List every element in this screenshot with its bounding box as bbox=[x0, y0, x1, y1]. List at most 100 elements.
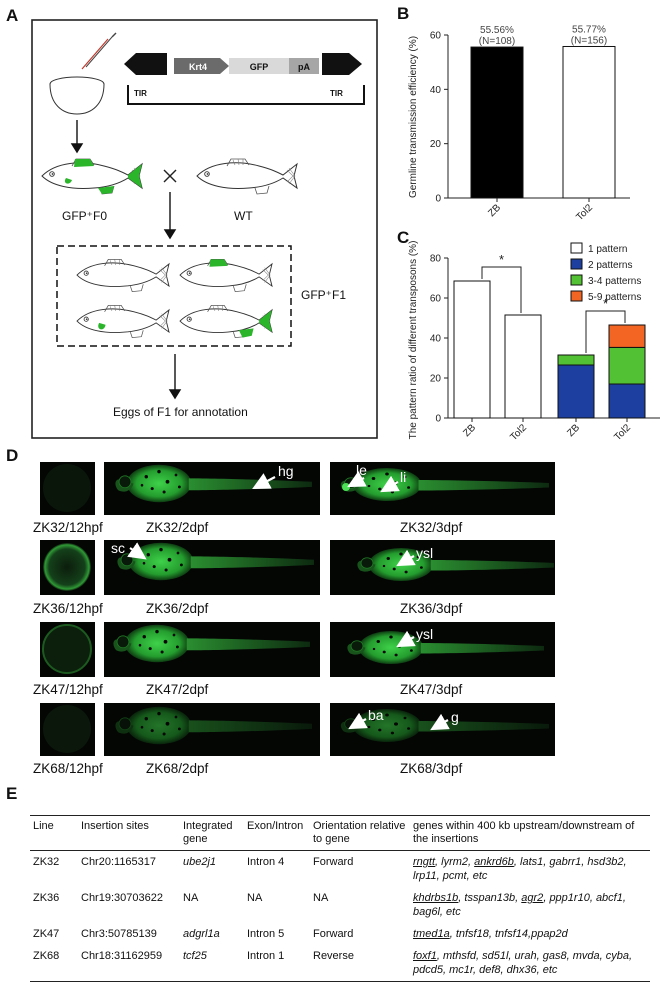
krt4-promoter-block bbox=[220, 58, 229, 74]
caption-zk36-3dpf: ZK36/3dpf bbox=[400, 601, 463, 616]
flow-arrows bbox=[70, 120, 182, 400]
cell-orientation: NA bbox=[313, 892, 329, 904]
panel-a-schematic bbox=[31, 19, 378, 439]
cell-exon: Intron 4 bbox=[247, 856, 285, 868]
caption-zk47-12hpf: ZK47/12hpf bbox=[33, 682, 103, 697]
panel-label-c: C bbox=[397, 228, 410, 247]
egg-dish-icon bbox=[49, 76, 105, 115]
table-row: ZK32 Chr20:1165317 ube2j1 Intron 4 Forwa… bbox=[30, 851, 650, 888]
transposon-construct-diagram bbox=[124, 53, 365, 105]
wt-label: WT bbox=[234, 209, 253, 223]
cell-line: ZK36 bbox=[33, 892, 60, 904]
c-legend-swatch bbox=[570, 242, 583, 254]
f1-eggs-label: Eggs of F1 for annotation bbox=[113, 405, 248, 419]
cell-site: Chr20:1165317 bbox=[81, 856, 157, 868]
c-legend-label: 1 pattern bbox=[588, 244, 627, 255]
header-insertion-sites: Insertion sites bbox=[78, 815, 180, 851]
cell-orientation: Forward bbox=[313, 856, 354, 868]
annotation-g: g bbox=[451, 709, 459, 725]
b-y-axis-title: Germline transmission efficiency (%) bbox=[408, 36, 419, 198]
krt4-label: Krt4 bbox=[188, 62, 207, 72]
cell-exon: Intron 5 bbox=[247, 928, 285, 940]
table-row: ZK68 Chr18:31162959 tcf25 Intron 1 Rever… bbox=[30, 945, 650, 982]
annotation-le: le bbox=[356, 462, 367, 478]
cell-gene: NA bbox=[183, 892, 199, 904]
caption-zk32-2dpf: ZK32/2dpf bbox=[146, 520, 209, 535]
cell-site: Chr18:31162959 bbox=[78, 945, 180, 982]
cell-gene: tcf25 bbox=[180, 945, 244, 982]
panel-a-frame bbox=[31, 19, 378, 439]
gfp-block bbox=[229, 58, 289, 74]
header-exon-intron: Exon/Intron bbox=[244, 815, 310, 851]
table-header-row: Line Insertion sites Integrated gene Exo… bbox=[30, 815, 650, 851]
pa-block bbox=[289, 58, 319, 74]
caption-zk47-3dpf: ZK47/3dpf bbox=[400, 682, 463, 697]
c-y-axis-title: The pattern ratio of different transposo… bbox=[408, 241, 419, 440]
header-orientation: Orientation relative to gene bbox=[310, 815, 410, 851]
b-y-tick-label: 40 bbox=[430, 85, 442, 96]
table-row: ZK36 Chr19:30703622 NA NA NA khdrbs1b, t… bbox=[30, 887, 650, 923]
annotation-li: li bbox=[400, 469, 407, 485]
b-bar-tol2 bbox=[562, 45, 616, 199]
cell-exon: NA bbox=[247, 892, 263, 904]
fish-f1-2 bbox=[179, 258, 273, 293]
cell-nearby-genes: tmed1a, tnfsf18, tnfsf14,ppap2d bbox=[413, 928, 568, 940]
f1-dashed-box bbox=[56, 245, 292, 347]
c-legend-swatch bbox=[570, 290, 583, 302]
fish-f1-4 bbox=[179, 304, 273, 339]
gfp-f0-label: GFP⁺F0 bbox=[62, 209, 108, 223]
cell-line: ZK68 bbox=[30, 945, 78, 982]
c-bar-segment bbox=[608, 324, 646, 348]
table-row: ZK47 Chr3:50785139 adgrl1a Intron 5 Forw… bbox=[30, 923, 650, 945]
cell-orientation: Reverse bbox=[310, 945, 410, 982]
b-data-label: 55.56% bbox=[480, 25, 514, 36]
header-integrated-gene: Integrated gene bbox=[180, 815, 244, 851]
header-line: Line bbox=[30, 815, 78, 851]
tir-right-label: TIR bbox=[330, 89, 343, 98]
panel-label-a: A bbox=[6, 6, 19, 25]
cell-site: Chr19:30703622 bbox=[81, 892, 163, 904]
insertion-table: Line Insertion sites Integrated gene Exo… bbox=[30, 815, 650, 982]
tir-left-arrow bbox=[124, 53, 167, 75]
gfp-f1-label: GFP⁺F1 bbox=[301, 288, 347, 302]
b-n-label: (N=108) bbox=[479, 36, 515, 47]
panel-label-d: D bbox=[6, 446, 19, 465]
panel-label-e: E bbox=[6, 784, 18, 803]
b-data-label: 55.77% bbox=[572, 24, 606, 35]
caption-zk32-3dpf: ZK32/3dpf bbox=[400, 520, 463, 535]
injection-needle-icon bbox=[81, 32, 117, 70]
annotation-hg: hg bbox=[278, 463, 294, 479]
caption-zk36-12hpf: ZK36/12hpf bbox=[33, 601, 103, 616]
panel-label-b: B bbox=[397, 4, 410, 23]
annotation-ba: ba bbox=[368, 707, 384, 723]
b-y-tick-label: 60 bbox=[430, 31, 442, 42]
c-significance-bracket bbox=[585, 310, 626, 353]
c-legend-label: 5-9 patterns bbox=[588, 292, 641, 303]
caption-zk68-3dpf: ZK68/3dpf bbox=[400, 761, 463, 776]
fish-gfp-f0 bbox=[41, 158, 143, 195]
pa-label: pA bbox=[298, 62, 310, 72]
caption-zk68-2dpf: ZK68/2dpf bbox=[146, 761, 209, 776]
caption-zk36-2dpf: ZK36/2dpf bbox=[146, 601, 209, 616]
caption-zk47-2dpf: ZK47/2dpf bbox=[146, 682, 209, 697]
c-bar-segment bbox=[608, 383, 646, 419]
c-y-tick-label: 60 bbox=[430, 294, 442, 305]
annotation-sc: sc bbox=[111, 540, 125, 556]
c-bar-segment bbox=[557, 354, 595, 366]
c-legend-swatch bbox=[570, 258, 583, 270]
c-bar-segment bbox=[453, 280, 491, 419]
c-y-tick-label: 20 bbox=[430, 374, 442, 385]
c-significance-star: * bbox=[499, 252, 504, 267]
header-nearby-genes: genes within 400 kb upstream/downstream … bbox=[410, 815, 650, 851]
cell-site: Chr3:50785139 bbox=[81, 928, 157, 940]
cell-nearby-genes: khdrbs1b, tsspan13b, agr2, ppp1r10, abcf… bbox=[413, 892, 626, 918]
cross-icon bbox=[163, 169, 177, 183]
b-n-label: (N=156) bbox=[571, 35, 607, 46]
cell-exon: Intron 1 bbox=[244, 945, 310, 982]
b-y-tick-label: 20 bbox=[430, 139, 442, 150]
annotation-ysl-zk36: ysl bbox=[416, 545, 434, 561]
cell-line: ZK47 bbox=[33, 928, 60, 940]
caption-zk68-12hpf: ZK68/12hpf bbox=[33, 761, 103, 776]
cell-gene: adgrl1a bbox=[183, 928, 220, 940]
